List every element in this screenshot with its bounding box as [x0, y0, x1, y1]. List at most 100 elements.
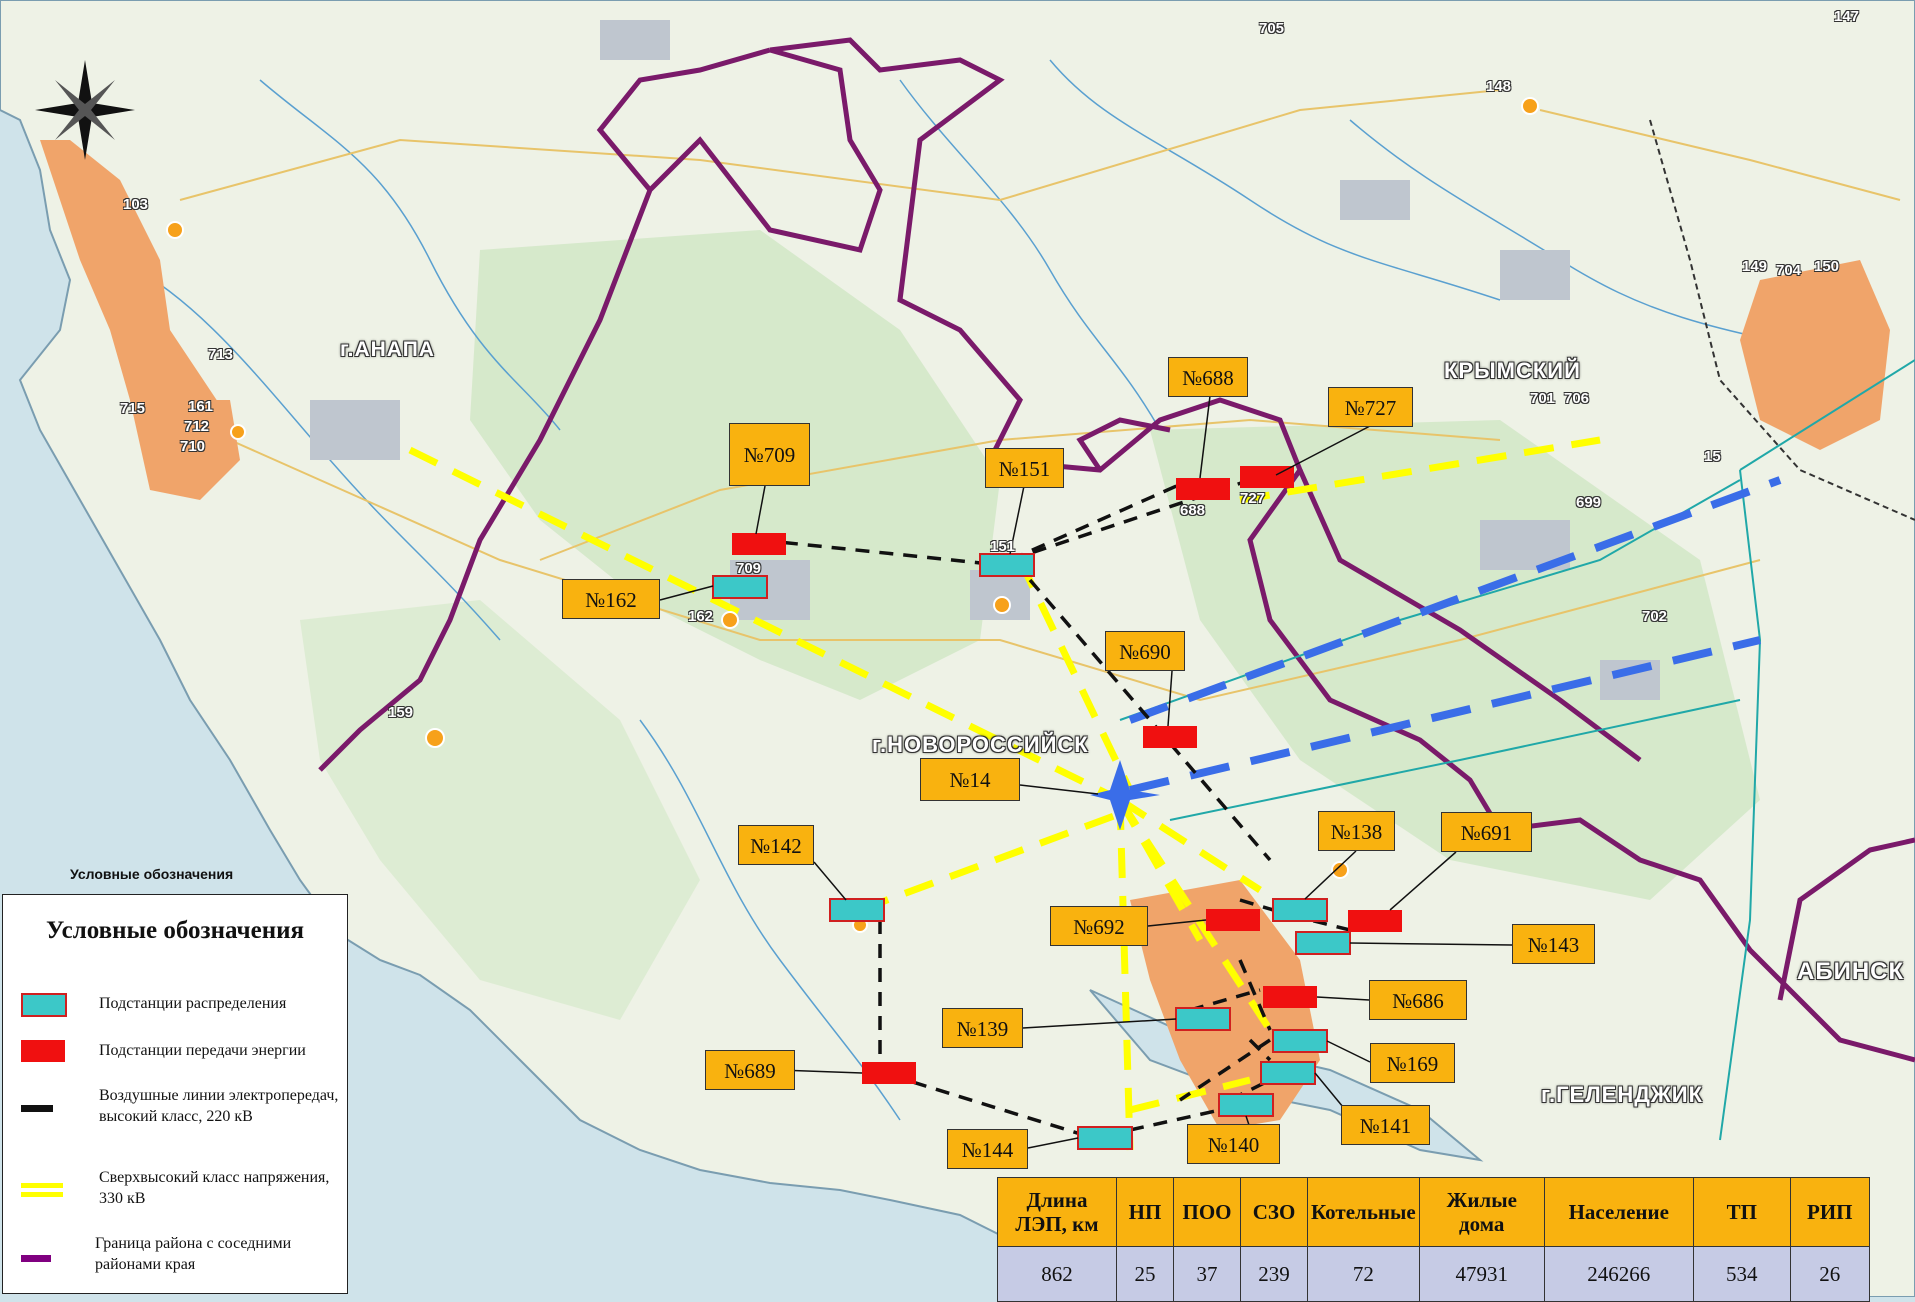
stats-header: Жилые дома — [1418, 1177, 1545, 1247]
stats-cell: 37 — [1173, 1246, 1241, 1302]
callout-138[interactable]: №138 — [1318, 811, 1395, 851]
substation-138-marker[interactable] — [1272, 898, 1328, 922]
city-label-krymsk: КРЫМСКИЙ — [1444, 358, 1581, 383]
forest-area — [300, 600, 700, 1020]
callout-692[interactable]: №692 — [1050, 906, 1148, 946]
legend-label: Граница района с соседними районами края — [95, 1235, 292, 1273]
map-number: 15 — [1704, 448, 1721, 465]
stats-cell: 534 — [1692, 1246, 1791, 1302]
callout-144[interactable]: №144 — [947, 1129, 1028, 1169]
callout-142[interactable]: №142 — [738, 825, 814, 865]
legend-label: Воздушные линии электропередач, высокий … — [99, 1087, 339, 1125]
line-cyan — [1169, 699, 1741, 821]
map-number: 150 — [1814, 258, 1840, 275]
stats-cell: 72 — [1307, 1246, 1420, 1302]
callout-139[interactable]: №139 — [942, 1008, 1023, 1048]
stats-cell: 26 — [1789, 1246, 1870, 1302]
map-number: 705 — [1259, 20, 1285, 37]
lines-blue — [1128, 476, 1782, 794]
substation-692-marker[interactable] — [1206, 909, 1260, 931]
substation-686-marker[interactable] — [1263, 986, 1317, 1008]
legend-title: Условные обозначения — [45, 917, 305, 944]
substation-689-marker[interactable] — [862, 1062, 916, 1084]
map-number: 688 — [1180, 502, 1206, 519]
urban-anapa-coast — [40, 140, 230, 480]
stats-cell: 239 — [1240, 1246, 1308, 1302]
callout-686[interactable]: №686 — [1369, 980, 1467, 1020]
legend-label: Сверхвысокий класс напряжения, 330 кВ — [99, 1169, 330, 1207]
map-number: 149 — [1742, 258, 1768, 275]
substation-688-marker[interactable] — [1176, 478, 1230, 500]
district-border — [1777, 837, 1915, 1001]
map-number: 710 — [180, 438, 206, 455]
callout-169[interactable]: №169 — [1370, 1043, 1455, 1083]
map-number: 701 — [1530, 390, 1556, 407]
substation-139-marker[interactable] — [1175, 1007, 1231, 1031]
river — [259, 79, 561, 431]
city-dots — [166, 97, 1539, 933]
legend-label: Подстанции передачи энергии — [99, 1042, 306, 1059]
map-number: 704 — [1776, 262, 1802, 279]
callout-14[interactable]: №14 — [920, 758, 1020, 801]
legend-panel: Условные обозначения Подстанции распреде… — [2, 894, 348, 1294]
substation-151-marker[interactable] — [979, 553, 1035, 577]
stats-cell: 47931 — [1418, 1246, 1545, 1302]
district-border-swatch — [21, 1255, 51, 1262]
substation-162-marker[interactable] — [712, 575, 768, 599]
substation-169-marker[interactable] — [1272, 1029, 1328, 1053]
line-cyan — [1739, 359, 1915, 471]
map-number: 159 — [388, 704, 414, 721]
road — [1539, 109, 1901, 201]
district-border — [1499, 817, 1915, 1063]
city-label-novorossiysk: г.НОВОРОССИЙСК — [872, 732, 1089, 757]
legend-heading-small: Условные обозначения — [70, 866, 234, 882]
substation-143-marker[interactable] — [1295, 931, 1351, 955]
map-number: 709 — [736, 560, 762, 577]
callout-691[interactable]: №691 — [1441, 812, 1532, 852]
stats-cell: 862 — [997, 1246, 1117, 1302]
river — [899, 79, 1161, 431]
hub-14-marker[interactable] — [1090, 760, 1160, 830]
settlement — [310, 400, 400, 460]
stats-header: СЗО — [1240, 1177, 1308, 1247]
callout-689[interactable]: №689 — [705, 1050, 795, 1090]
city-label-abinsk: АБИНСК — [1797, 958, 1905, 985]
map-number: 727 — [1240, 490, 1266, 507]
stats-value-row: 862 25 37 239 72 47931 246266 534 26 — [997, 1246, 1870, 1302]
transmission-substation-swatch — [21, 1040, 65, 1062]
settlement — [600, 20, 670, 60]
substation-144-marker[interactable] — [1077, 1126, 1133, 1150]
map-number: 712 — [184, 418, 210, 435]
stats-header: Длина ЛЭП, км — [997, 1177, 1117, 1247]
district-border — [1297, 468, 1642, 762]
map-number: 103 — [123, 196, 149, 213]
callout-709[interactable]: №709 — [729, 423, 810, 486]
stats-header: Население — [1543, 1177, 1694, 1247]
stats-table: Длина ЛЭП, км НП ПОО СЗО Котельные Жилые… — [997, 1177, 1870, 1302]
substation-140-marker[interactable] — [1218, 1093, 1274, 1117]
callout-162[interactable]: №162 — [562, 579, 660, 619]
substation-709-marker[interactable] — [732, 533, 786, 555]
river — [1049, 59, 1501, 301]
substation-727-marker[interactable] — [1240, 466, 1294, 488]
substation-141-marker[interactable] — [1260, 1061, 1316, 1085]
callout-143[interactable]: №143 — [1512, 924, 1595, 964]
legend-label: Подстанции распределения — [99, 995, 287, 1012]
substation-690-marker[interactable] — [1143, 726, 1197, 748]
callout-688[interactable]: №688 — [1168, 357, 1248, 397]
city-label-anapa: г.АНАПА — [340, 338, 435, 361]
callout-141[interactable]: №141 — [1341, 1105, 1430, 1145]
urban-anapa — [130, 400, 240, 500]
substation-142-marker[interactable] — [829, 898, 885, 922]
map-number: 161 — [188, 398, 214, 415]
callout-140[interactable]: №140 — [1187, 1124, 1280, 1164]
map-number: 151 — [990, 538, 1016, 555]
callout-727[interactable]: №727 — [1328, 387, 1413, 427]
callout-151[interactable]: №151 — [985, 448, 1064, 488]
substation-691-marker[interactable] — [1348, 910, 1402, 932]
urban-krymsk — [1740, 260, 1890, 450]
map-number: 715 — [120, 400, 146, 417]
callout-690[interactable]: №690 — [1105, 631, 1185, 671]
line-220kv-swatch — [21, 1105, 53, 1112]
compass-rose-icon — [35, 60, 135, 160]
